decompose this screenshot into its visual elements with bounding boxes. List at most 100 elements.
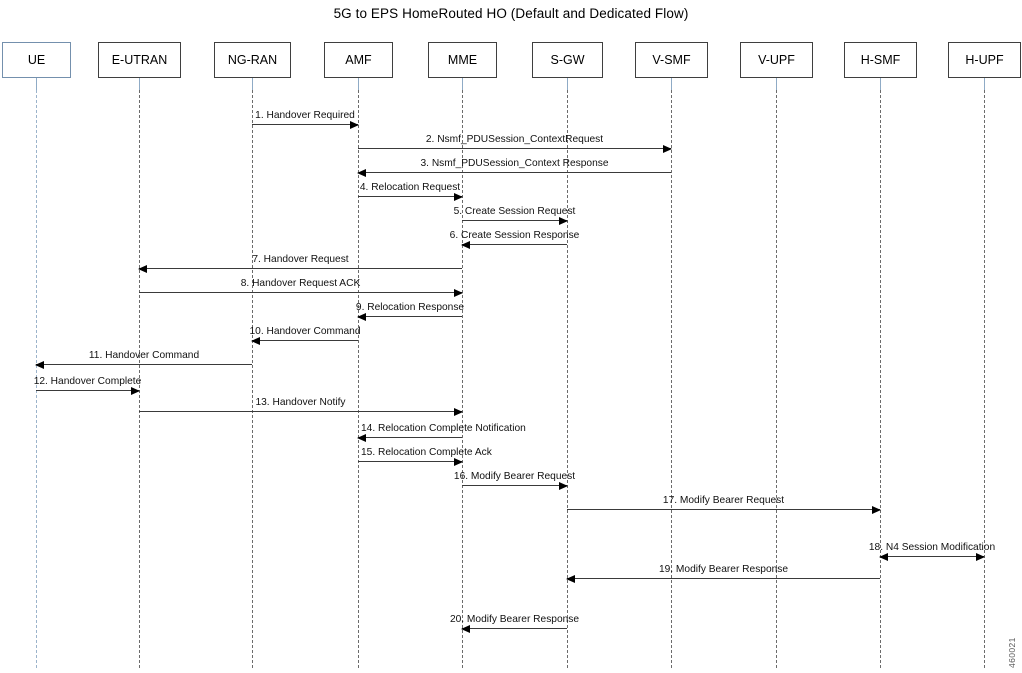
actor-box-hsmf[interactable]: H-SMF xyxy=(844,42,917,78)
lifeline-head-sgw xyxy=(567,78,568,92)
message-arrow-18 xyxy=(879,552,985,561)
message-label-7: 7. Handover Request xyxy=(252,254,349,265)
actor-box-ngran[interactable]: NG-RAN xyxy=(214,42,291,78)
message-arrow-19 xyxy=(566,574,880,583)
message-label-18: 18. N4 Session Modification xyxy=(868,542,996,553)
actor-box-vsmf[interactable]: V-SMF xyxy=(635,42,708,78)
actor-label: S-GW xyxy=(550,53,585,67)
actor-label: MME xyxy=(447,53,478,67)
actor-box-ue[interactable]: UE xyxy=(2,42,71,78)
actor-box-amf[interactable]: AMF xyxy=(324,42,393,78)
actor-box-vupf[interactable]: V-UPF xyxy=(740,42,813,78)
arrowhead-left-icon xyxy=(566,574,575,583)
page-title: 5G to EPS HomeRouted HO (Default and Ded… xyxy=(333,6,689,21)
actor-box-sgw[interactable]: S-GW xyxy=(532,42,603,78)
arrowhead-left-icon xyxy=(461,240,470,249)
actor-label: H-UPF xyxy=(965,53,1004,67)
message-arrow-2 xyxy=(358,144,672,153)
message-label-2: 2. Nsmf_PDUSession_ContextRequest xyxy=(425,134,604,145)
lifeline-head-ngran xyxy=(252,78,253,92)
lifeline-amf xyxy=(358,90,359,668)
message-label-16: 16. Modify Bearer Request xyxy=(453,471,576,482)
arrowhead-right-icon xyxy=(454,288,463,297)
arrowhead-left-icon xyxy=(357,433,366,442)
message-label-19: 19. Modify Bearer Response xyxy=(658,564,789,575)
actor-label: UE xyxy=(27,53,46,67)
message-arrow-14 xyxy=(357,433,462,442)
actor-label: H-SMF xyxy=(860,53,901,67)
arrowhead-right-icon xyxy=(872,505,881,514)
message-arrow-15 xyxy=(358,457,463,466)
lifeline-mme xyxy=(462,90,463,668)
lifeline-head-amf xyxy=(358,78,359,92)
message-arrow-16 xyxy=(462,481,568,490)
lifeline-head-vsmf xyxy=(671,78,672,92)
message-arrow-20 xyxy=(461,624,567,633)
message-label-3: 3. Nsmf_PDUSession_Context Response xyxy=(420,158,609,169)
actor-label: NG-RAN xyxy=(227,53,278,67)
actor-box-mme[interactable]: MME xyxy=(428,42,497,78)
message-label-1: 1. Handover Required xyxy=(255,110,355,121)
lifeline-head-ue xyxy=(36,78,37,92)
message-label-12: 12. Handover Complete xyxy=(33,376,142,387)
message-label-13: 13. Handover Notify xyxy=(255,397,346,408)
message-label-17: 17. Modify Bearer Request xyxy=(662,495,785,506)
arrowhead-right-icon xyxy=(454,192,463,201)
message-arrow-6 xyxy=(461,240,567,249)
arrowhead-left-icon xyxy=(879,552,888,561)
lifeline-hupf xyxy=(984,90,985,668)
arrowhead-right-icon xyxy=(131,386,140,395)
arrowhead-right-icon xyxy=(454,407,463,416)
lifeline-vsmf xyxy=(671,90,672,668)
lifeline-ngran xyxy=(252,90,253,668)
actor-box-eutran[interactable]: E-UTRAN xyxy=(98,42,181,78)
lifeline-ue xyxy=(36,90,37,668)
arrowhead-left-icon xyxy=(357,312,366,321)
lifeline-head-vupf xyxy=(776,78,777,92)
arrowhead-left-icon xyxy=(138,264,147,273)
message-label-5: 5. Create Session Request xyxy=(453,206,576,217)
message-label-14: 14. Relocation Complete Notification xyxy=(361,423,526,434)
lifeline-head-hupf xyxy=(984,78,985,92)
actor-box-hupf[interactable]: H-UPF xyxy=(948,42,1021,78)
lifeline-eutran xyxy=(139,90,140,668)
watermark-label: 460021 xyxy=(1007,637,1017,668)
message-label-15: 15. Relocation Complete Ack xyxy=(361,447,492,458)
lifeline-sgw xyxy=(567,90,568,668)
actor-label: V-SMF xyxy=(652,53,691,67)
actor-label: E-UTRAN xyxy=(111,53,168,67)
lifeline-vupf xyxy=(776,90,777,668)
message-label-11: 11. Handover Command xyxy=(88,350,200,361)
message-arrow-3 xyxy=(357,168,671,177)
arrowhead-right-icon xyxy=(663,144,672,153)
message-arrow-9 xyxy=(357,312,462,321)
message-label-6: 6. Create Session Response xyxy=(449,230,580,241)
actor-label: AMF xyxy=(345,53,372,67)
message-arrow-10 xyxy=(251,336,358,345)
message-arrow-8 xyxy=(139,288,463,297)
arrowhead-left-icon xyxy=(461,624,470,633)
arrowhead-right-icon xyxy=(559,481,568,490)
arrowhead-right-icon xyxy=(976,552,985,561)
message-arrow-11 xyxy=(35,360,252,369)
message-arrow-5 xyxy=(462,216,568,225)
lifeline-hsmf xyxy=(880,90,881,668)
arrowhead-right-icon xyxy=(350,120,359,129)
arrowhead-left-icon xyxy=(35,360,44,369)
message-arrow-12 xyxy=(36,386,140,395)
message-arrow-1 xyxy=(252,120,359,129)
message-arrow-4 xyxy=(358,192,463,201)
lifeline-head-mme xyxy=(462,78,463,92)
arrowhead-right-icon xyxy=(454,457,463,466)
arrowhead-left-icon xyxy=(357,168,366,177)
lifeline-head-hsmf xyxy=(880,78,881,92)
message-arrow-13 xyxy=(139,407,463,416)
message-label-10: 10. Handover Command xyxy=(249,326,361,337)
actor-label: V-UPF xyxy=(758,53,795,67)
message-label-4: 4. Relocation Request xyxy=(359,182,461,193)
message-label-8: 8. Handover Request ACK xyxy=(240,278,361,289)
arrowhead-right-icon xyxy=(559,216,568,225)
message-label-20: 20. Modify Bearer Response xyxy=(449,614,580,625)
message-label-9: 9. Relocation Response xyxy=(355,302,465,313)
